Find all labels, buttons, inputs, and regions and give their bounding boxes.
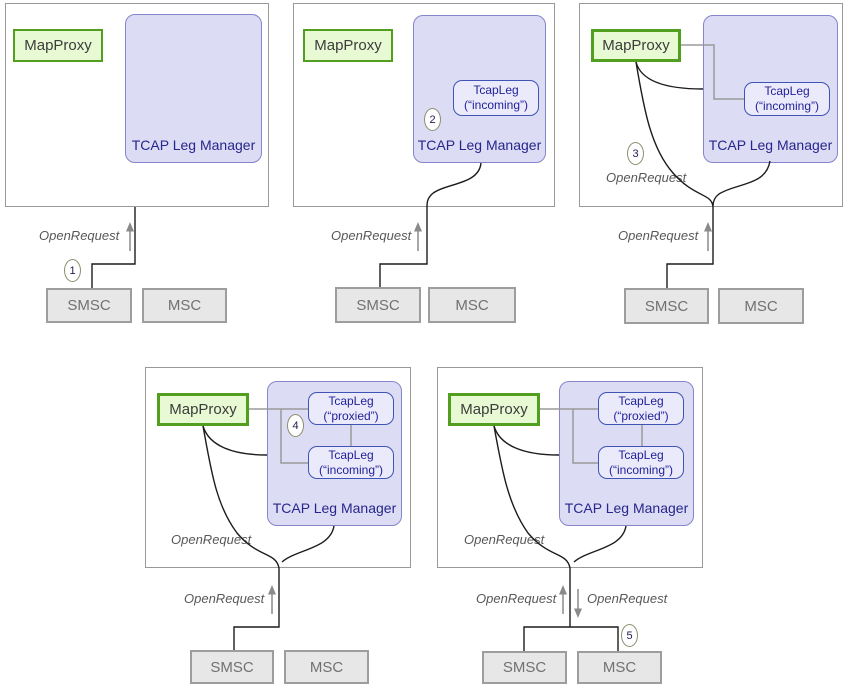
- panel-3-tcapleg-incoming-box: TcapLeg (“incoming”): [744, 82, 830, 116]
- tcapleg-instance: (“incoming”): [463, 98, 528, 112]
- panel-2-smsc-box: SMSC: [335, 287, 421, 323]
- flow-line-tee-smsc-msc: [523, 626, 619, 651]
- panel-4-smsc-box: SMSC: [190, 650, 274, 684]
- mapproxy-label: MapProxy: [602, 37, 670, 54]
- up-arrow-icon: [559, 585, 567, 595]
- smsc-label: SMSC: [210, 658, 254, 676]
- panel-1-msc-box: MSC: [142, 288, 227, 323]
- up-arrow-icon: [268, 585, 276, 595]
- panel-2-mapproxy-box: MapProxy: [303, 29, 393, 62]
- step-badge-5: 5: [621, 624, 638, 647]
- panel-4-msc-box: MSC: [284, 650, 369, 684]
- tcapleg-instance: (“incoming”): [318, 462, 383, 477]
- step-badge-3: 3: [627, 142, 644, 165]
- smsc-label: SMSC: [502, 659, 547, 676]
- tcap-leg-manager-label: TCAP Leg Manager: [564, 500, 689, 516]
- smsc-label: SMSC: [644, 297, 689, 315]
- msc-label: MSC: [602, 659, 637, 676]
- panel-4-mapproxy-box: MapProxy: [157, 393, 249, 426]
- up-arrow-icon: [704, 222, 712, 232]
- flow-line-smsc-to-manager: [91, 207, 136, 288]
- mapproxy-label: MapProxy: [169, 401, 237, 418]
- step-badge-4: 4: [287, 414, 304, 437]
- tcapleg-instance: (“incoming”): [608, 462, 673, 477]
- panel-3-mapproxy-box: MapProxy: [591, 29, 681, 62]
- tcap-leg-manager-label: TCAP Leg Manager: [272, 500, 397, 516]
- open-request-label: OpenRequest: [464, 532, 545, 547]
- tcapleg-name: TcapLeg: [473, 83, 519, 97]
- panel-5-msc-box: MSC: [577, 651, 662, 684]
- tcapleg-name: TcapLeg: [328, 393, 374, 408]
- panel-2-msc-box: MSC: [428, 287, 516, 323]
- mapproxy-label: MapProxy: [460, 401, 528, 418]
- panel-5-smsc-box: SMSC: [482, 651, 567, 684]
- panel-4-tcapleg-proxied-box: TcapLeg (“proxied”): [308, 392, 394, 425]
- open-request-label: OpenRequest: [39, 228, 120, 243]
- open-request-label: OpenRequest: [331, 228, 412, 243]
- open-request-label: OpenRequest: [618, 228, 699, 243]
- mapproxy-label: MapProxy: [24, 37, 92, 54]
- open-request-label: OpenRequest: [171, 532, 252, 547]
- panel-5-mapproxy-box: MapProxy: [448, 393, 540, 426]
- panel-3-msc-box: MSC: [718, 288, 804, 324]
- mapproxy-label: MapProxy: [314, 37, 382, 54]
- tcap-leg-manager-label: TCAP Leg Manager: [417, 137, 542, 153]
- smsc-label: SMSC: [356, 296, 400, 314]
- open-request-label: OpenRequest: [476, 591, 557, 606]
- smsc-label: SMSC: [67, 297, 111, 314]
- tcapleg-name: TcapLeg: [764, 84, 810, 98]
- panel-1-tcap-leg-manager-box: TCAP Leg Manager: [125, 14, 262, 163]
- open-request-label: OpenRequest: [587, 591, 668, 606]
- tcapleg-instance: (“proxied”): [613, 408, 669, 423]
- down-arrow-icon: [574, 608, 582, 618]
- up-arrow-icon: [126, 222, 134, 232]
- up-arrow-icon: [414, 222, 422, 232]
- tcapleg-name: TcapLeg: [618, 447, 664, 462]
- panel-1-mapproxy-box: MapProxy: [13, 29, 103, 62]
- panel-3-smsc-box: SMSC: [624, 288, 709, 324]
- step-badge-2: 2: [424, 108, 441, 131]
- panel-4-tcapleg-incoming-box: TcapLeg (“incoming”): [308, 446, 394, 479]
- tcapleg-name: TcapLeg: [328, 447, 374, 462]
- msc-label: MSC: [167, 297, 202, 314]
- tcapleg-instance: (“proxied”): [323, 408, 379, 423]
- open-request-label: OpenRequest: [184, 591, 265, 606]
- tcapleg-name: TcapLeg: [618, 393, 664, 408]
- msc-label: MSC: [455, 296, 489, 314]
- tcap-leg-manager-label: TCAP Leg Manager: [708, 137, 833, 153]
- panel-5-tcapleg-proxied-box: TcapLeg (“proxied”): [598, 392, 684, 425]
- msc-label: MSC: [744, 297, 778, 315]
- panel-1-smsc-box: SMSC: [46, 288, 132, 323]
- tcap-leg-manager-label: TCAP Leg Manager: [131, 137, 256, 153]
- tcapleg-instance: (“incoming”): [754, 99, 819, 113]
- msc-label: MSC: [309, 658, 344, 676]
- open-request-label: OpenRequest: [606, 170, 687, 185]
- panel-5-tcapleg-incoming-box: TcapLeg (“incoming”): [598, 446, 684, 479]
- panel-2-tcapleg-incoming-box: TcapLeg (“incoming”): [453, 80, 539, 116]
- step-badge-1: 1: [64, 259, 81, 282]
